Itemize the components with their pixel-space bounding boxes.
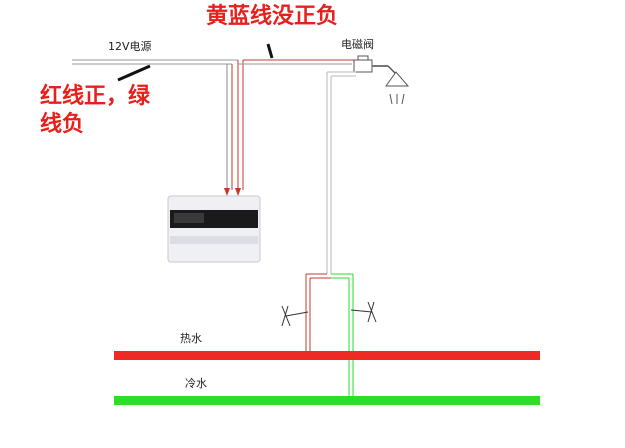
pointer-stroke-left [117,64,151,82]
solenoid-valve [353,55,388,73]
hot-branch-pipe [305,273,331,354]
hot-valve-handle [281,305,309,327]
shower-head [385,65,410,105]
pointer-stroke-top [266,43,274,59]
gray-supply-pipe [326,71,356,274]
valve-wire-pair [238,59,356,190]
note-yellow-blue: 黄蓝线没正负 [206,4,339,29]
hot-water-label: 热水 [180,332,202,345]
cold-water-main [114,396,540,405]
power-label: 12V电源 [108,40,152,53]
cold-valve-handle [350,301,377,323]
valve-label: 电磁阀 [341,38,374,51]
wire-arrows [224,188,241,196]
power-wire-pair [72,59,239,190]
note-red-green-line1: 红线正，绿 [40,84,151,109]
cold-branch-pipe [331,273,354,400]
controller-unit [167,195,261,263]
note-red-green-line2: 线负 [40,112,85,137]
hot-water-main [114,351,540,360]
cold-water-label: 冷水 [185,377,207,390]
